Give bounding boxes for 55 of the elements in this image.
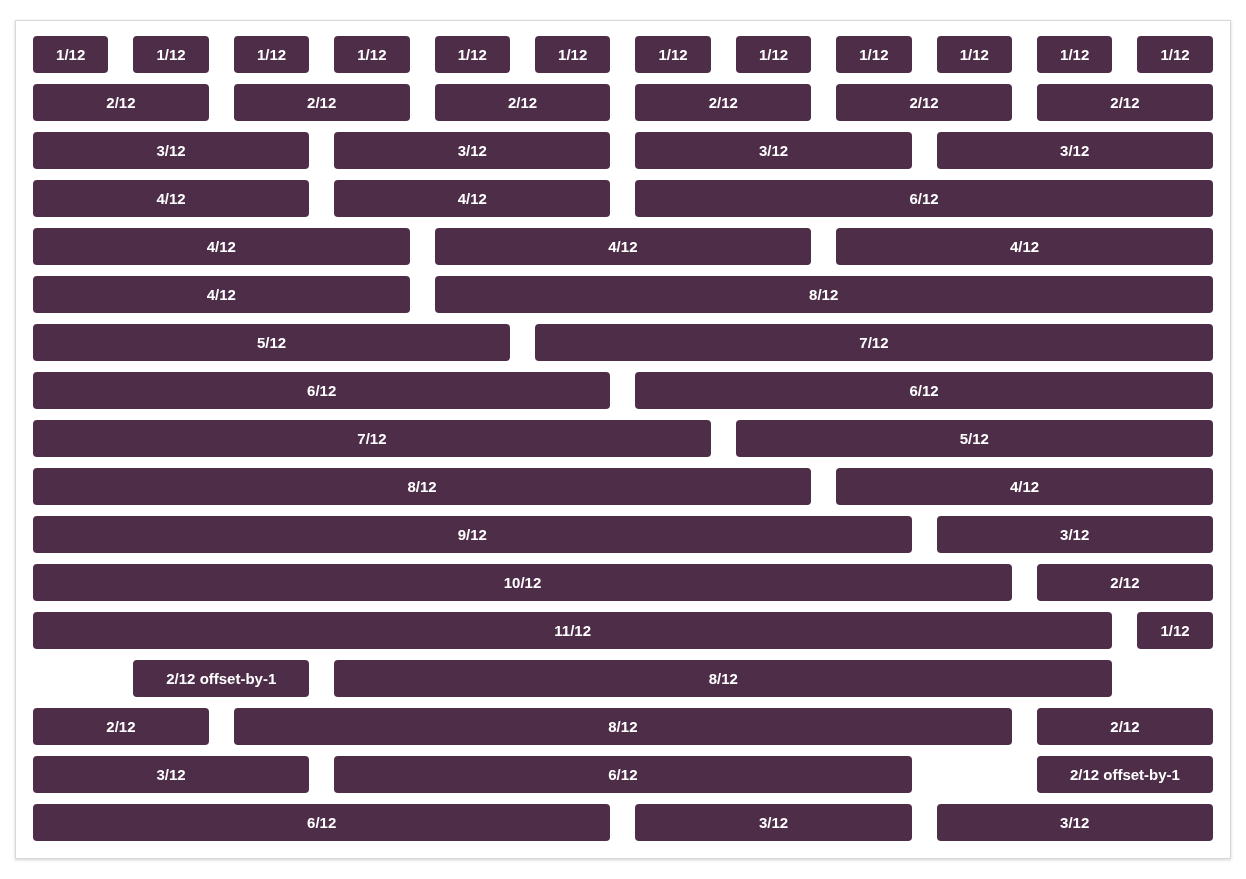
grid-column-block: 8/12 <box>434 276 1213 313</box>
grid-column-block: 1/12 <box>1037 36 1113 73</box>
grid-column-block: 8/12 <box>334 660 1113 697</box>
grid-column-block: 4/12 <box>334 180 611 217</box>
grid-column-block: 2/12 <box>635 84 812 121</box>
grid-column-block: 4/12 <box>33 228 410 265</box>
grid-column-block: 2/12 <box>1037 708 1213 745</box>
grid-column-block: 2/12 <box>836 84 1012 121</box>
grid-column-block: 4/12 <box>836 228 1213 265</box>
grid-column-block: 1/12 <box>936 36 1012 73</box>
grid-column-block: 5/12 <box>735 420 1213 457</box>
grid-column-block: 4/12 <box>836 468 1213 505</box>
grid-column-block: 1/12 <box>233 36 310 73</box>
grid-column-block: 1/12 <box>133 36 209 73</box>
grid-column-block: 1/12 <box>535 36 611 73</box>
grid-column-block: 3/12 <box>33 756 310 793</box>
grid-column-block: 4/12 <box>33 180 310 217</box>
grid-column-block: 5/12 <box>33 324 510 361</box>
grid-column-block: 3/12 <box>936 516 1213 553</box>
grid-column-block: 3/12 <box>936 132 1213 169</box>
grid-column-block: 2/12 <box>233 84 410 121</box>
grid-column-block: 11/12 <box>33 612 1113 649</box>
grid-column-block: 3/12 <box>936 804 1213 841</box>
grid-column-block: 1/12 <box>1137 612 1213 649</box>
grid-column-block: 2/12 <box>1037 84 1213 121</box>
grid-column-block: 1/12 <box>334 36 410 73</box>
grid-column-block: 6/12 <box>334 756 912 793</box>
grid-column-block: 6/12 <box>635 180 1213 217</box>
grid-column-block: 3/12 <box>334 132 611 169</box>
grid-column-block: 6/12 <box>33 804 611 841</box>
grid-column-block: 2/12 offset-by-1 <box>1037 756 1213 793</box>
grid-column-block: 4/12 <box>434 228 812 265</box>
grid-column-block: 8/12 <box>33 468 812 505</box>
grid-column-block: 1/12 <box>836 36 912 73</box>
grid-column-block: 2/12 <box>434 84 611 121</box>
grid-column-block: 2/12 <box>33 84 209 121</box>
grid-column-block: 2/12 <box>1037 564 1213 601</box>
grid-column-block: 1/12 <box>735 36 812 73</box>
grid-column-block: 4/12 <box>33 276 410 313</box>
grid-column-block: 3/12 <box>33 132 310 169</box>
grid-column-block: 1/12 <box>434 36 510 73</box>
grid-column-block: 1/12 <box>33 36 109 73</box>
grid-column-block: 6/12 <box>635 372 1213 409</box>
grid-column-block: 3/12 <box>635 132 912 169</box>
grid-column-block: 1/12 <box>1137 36 1213 73</box>
grid-column-block: 7/12 <box>33 420 711 457</box>
grid-column-block: 10/12 <box>33 564 1012 601</box>
grid-column-block: 2/12 offset-by-1 <box>133 660 310 697</box>
grid-column-block: 2/12 <box>33 708 209 745</box>
grid-column-block: 3/12 <box>635 804 912 841</box>
grid-column-block: 7/12 <box>535 324 1213 361</box>
grid-column-block: 6/12 <box>33 372 611 409</box>
grid-column-block: 1/12 <box>635 36 711 73</box>
grid-column-block: 9/12 <box>33 516 912 553</box>
grid-column-block: 8/12 <box>233 708 1012 745</box>
